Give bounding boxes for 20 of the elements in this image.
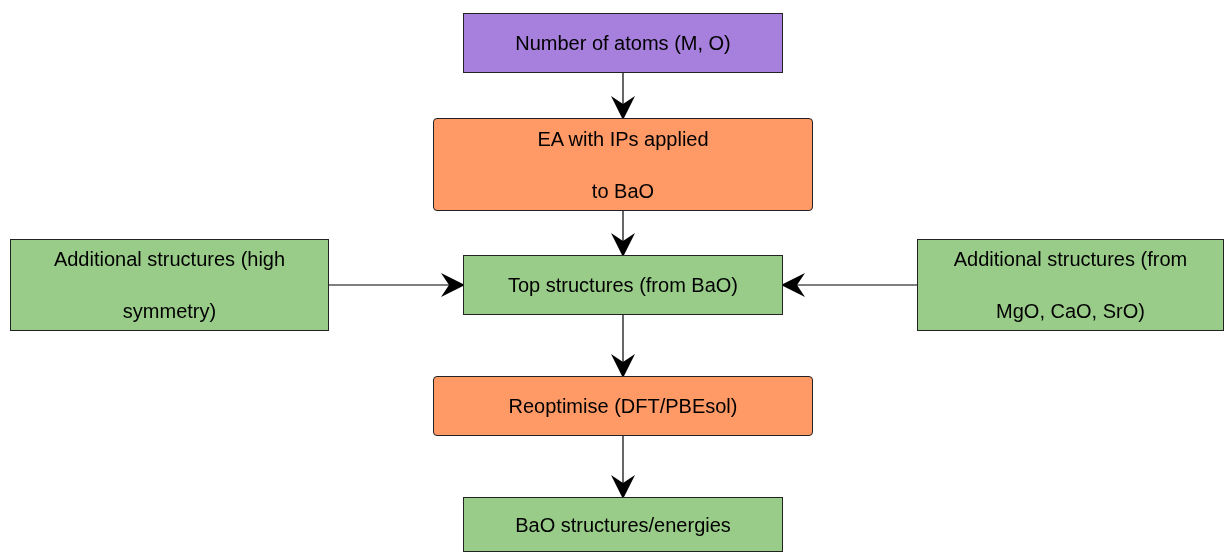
process-box <box>463 497 783 552</box>
arrow <box>328 273 465 297</box>
box-label: Additional structures (high symmetry) <box>52 247 287 324</box>
arrow <box>781 273 918 297</box>
box-label: Top structures (from BaO) <box>507 273 739 298</box>
arrow <box>611 210 635 257</box>
arrow <box>611 314 635 378</box>
process-box <box>917 239 1224 331</box>
box-label: Additional structures (from MgO, CaO, SrO) <box>952 247 1189 324</box>
process-box <box>463 13 783 73</box>
box-label: EA with IPs applied to BaO <box>536 126 710 204</box>
process-box <box>10 239 329 331</box>
process-box <box>433 376 813 436</box>
box-label: Reoptimise (DFT/PBEsol) <box>508 394 738 419</box>
process-box <box>433 118 813 211</box>
arrow <box>611 72 635 120</box>
box-label: BaO structures/energies <box>515 512 731 538</box>
box-label: Number of atoms (M, O) <box>515 31 731 56</box>
arrow <box>611 435 635 499</box>
process-box <box>463 255 783 315</box>
